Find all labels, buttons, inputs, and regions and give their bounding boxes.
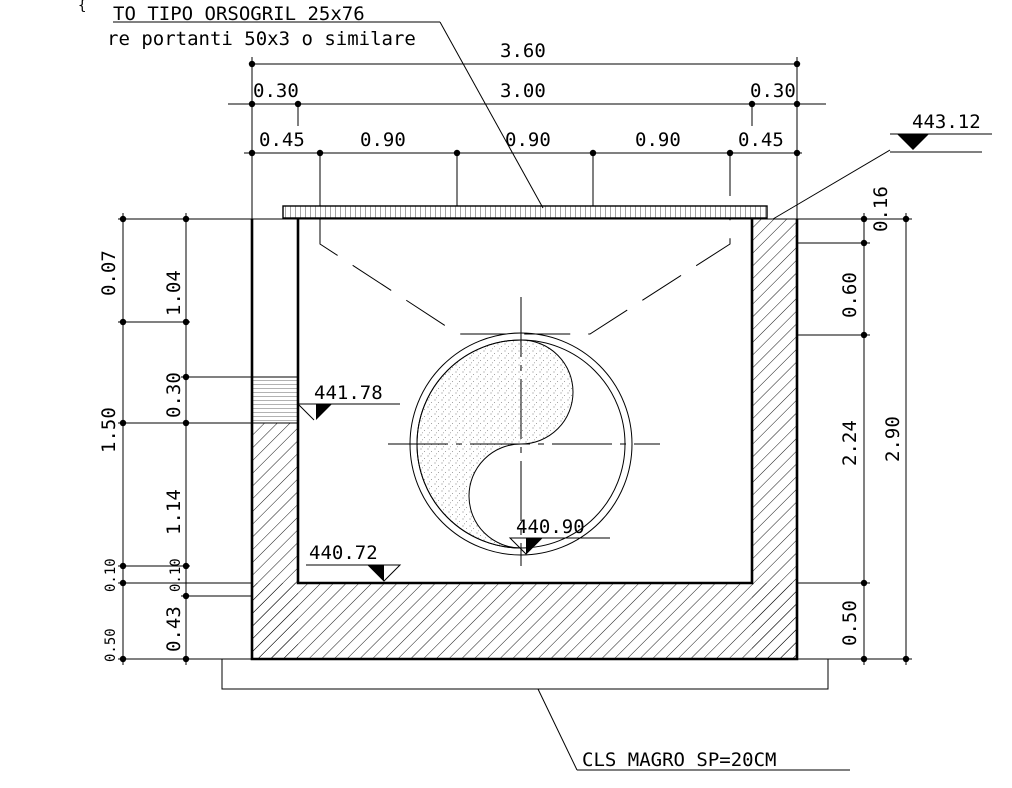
dim-inner-width: 3.00 bbox=[500, 80, 546, 102]
dim-span-right: 0.45 bbox=[738, 129, 784, 151]
elevation-inlet-marker bbox=[297, 403, 400, 421]
dim-overall-width: 3.60 bbox=[500, 40, 546, 62]
dim-left-4: 0.10 bbox=[168, 558, 184, 592]
dim-wall-right: 0.30 bbox=[750, 80, 796, 102]
concrete-slab-bottom bbox=[252, 583, 797, 659]
lean-concrete-leader bbox=[537, 688, 850, 771]
dim-right-top: 0.16 bbox=[870, 186, 892, 232]
elevation-pipe-marker bbox=[508, 537, 610, 555]
grating-cover bbox=[282, 205, 768, 219]
dim-right-1: 0.60 bbox=[839, 272, 861, 318]
lean-concrete-base bbox=[221, 658, 829, 690]
dim-left-b1: 1.50 bbox=[98, 407, 120, 453]
dim-span-2: 0.90 bbox=[505, 129, 551, 151]
grate-label-line1: TO TIPO ORSOGRIL 25x76 bbox=[113, 3, 365, 25]
dim-wall-left: 0.30 bbox=[253, 80, 299, 102]
pipe-section bbox=[388, 297, 660, 566]
dim-span-1: 0.90 bbox=[360, 129, 406, 151]
dim-left-5: 0.43 bbox=[163, 606, 185, 652]
elevation-inlet: 441.78 bbox=[314, 382, 383, 404]
hidden-funnel-lines bbox=[319, 219, 731, 335]
dimension-chain-right bbox=[797, 213, 912, 665]
dim-left-3: 1.14 bbox=[163, 489, 185, 535]
elevation-top-marker bbox=[772, 133, 992, 220]
elevation-bottom-marker bbox=[306, 564, 402, 582]
elevation-top: 443.12 bbox=[912, 111, 981, 133]
dim-left-top: 0.07 bbox=[98, 250, 120, 296]
dim-left-b3: 0.50 bbox=[103, 628, 119, 662]
grate-leader bbox=[113, 21, 544, 209]
concrete-wall-right bbox=[752, 219, 797, 659]
dimension-chain-top bbox=[228, 57, 826, 219]
dim-right-2: 2.24 bbox=[839, 420, 861, 466]
dim-right-overall: 2.90 bbox=[882, 416, 904, 462]
dimension-chain-left bbox=[118, 213, 298, 665]
dim-left-2: 0.30 bbox=[163, 372, 185, 418]
grate-label-line2: re portanti 50x3 o similare bbox=[107, 28, 416, 50]
dim-span-3: 0.90 bbox=[635, 129, 681, 151]
elevation-pipe: 440.90 bbox=[516, 516, 585, 538]
lean-concrete-label: CLS MAGRO SP=20CM bbox=[582, 749, 776, 771]
dim-span-left: 0.45 bbox=[259, 129, 305, 151]
cropped-corner-mark: { bbox=[78, 0, 86, 14]
dim-right-3: 0.50 bbox=[839, 600, 861, 646]
dim-left-b2: 0.10 bbox=[103, 558, 119, 592]
dim-left-1: 1.04 bbox=[163, 270, 185, 316]
elevation-bottom: 440.72 bbox=[309, 542, 378, 564]
inlet-opening bbox=[252, 377, 298, 423]
